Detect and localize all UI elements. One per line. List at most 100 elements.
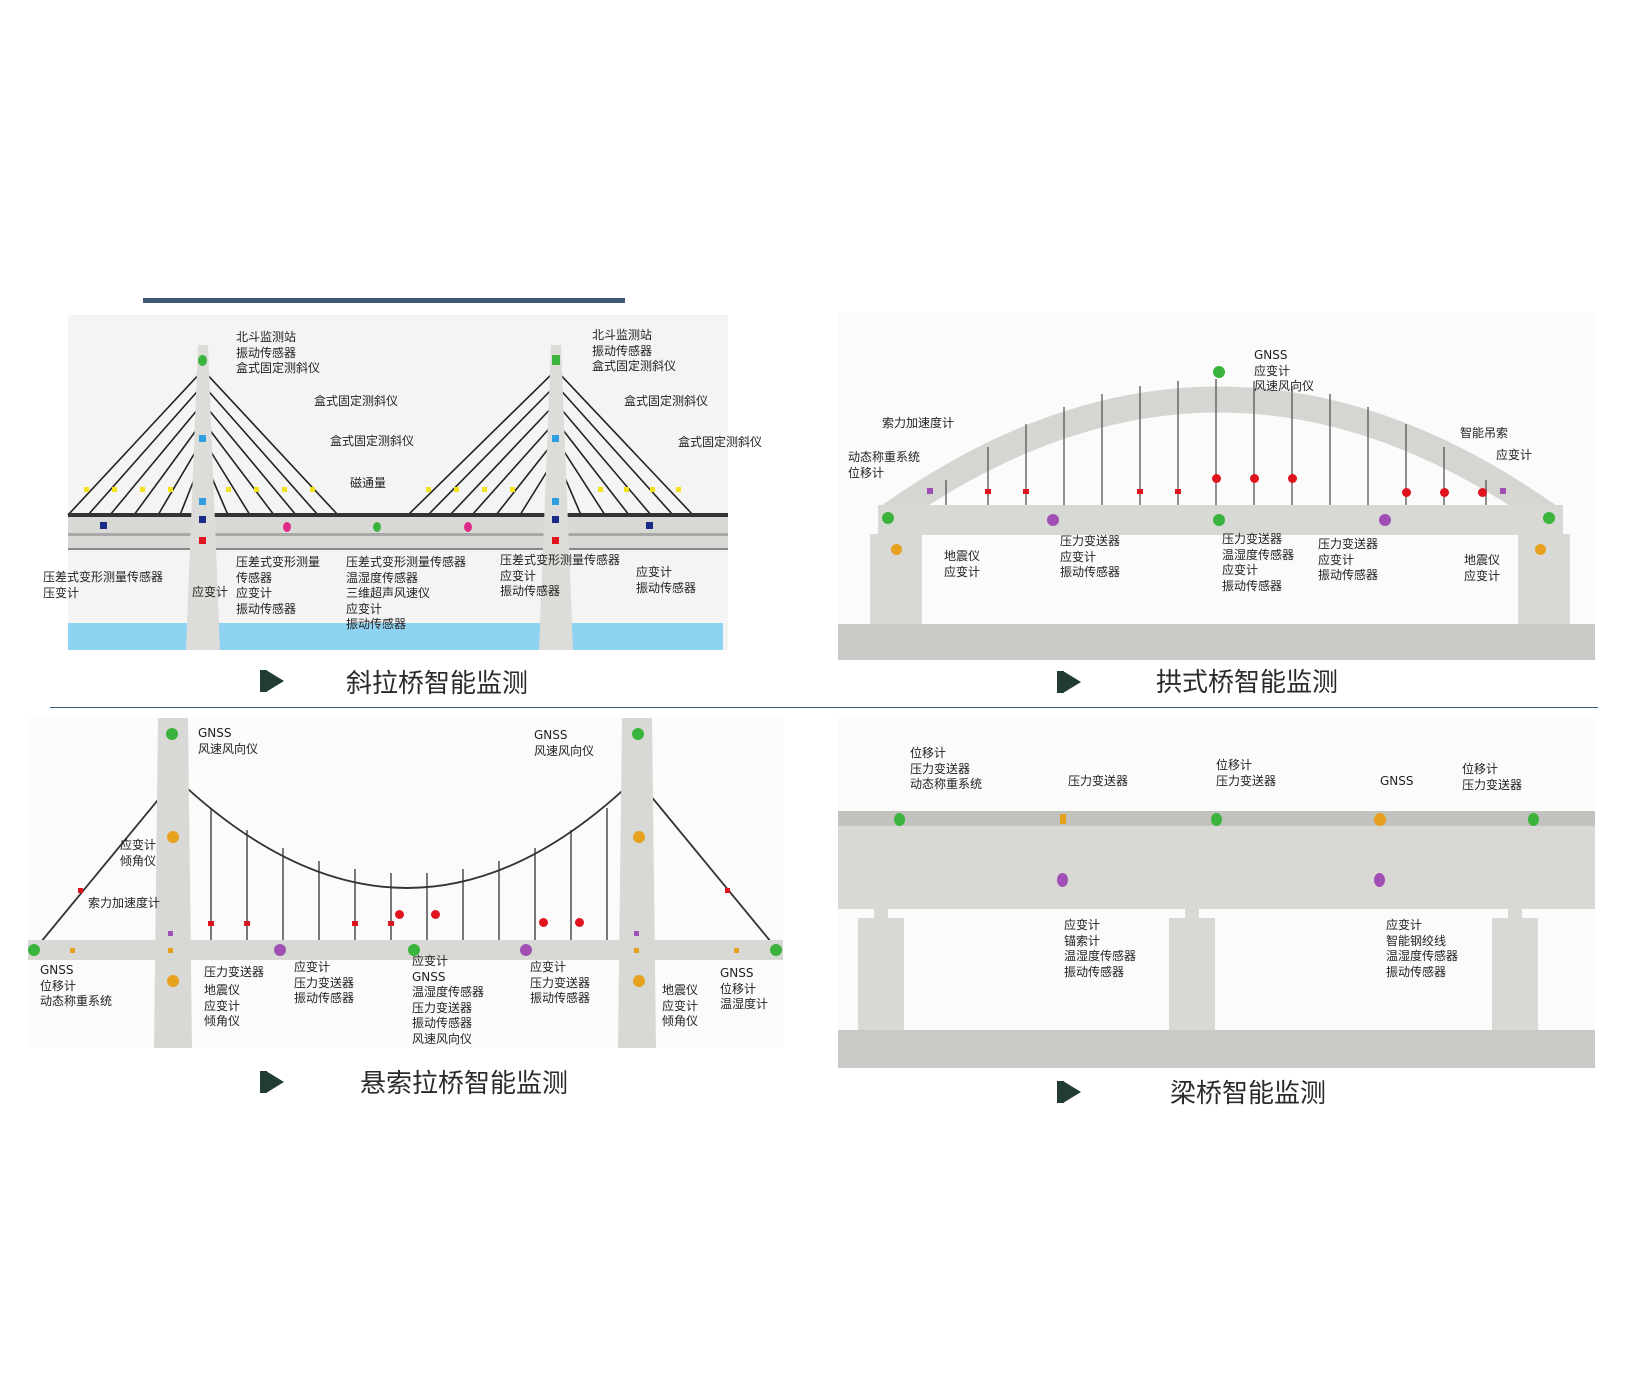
arch-caption-arrow-icon (1057, 671, 1081, 693)
sensor-green-mid (373, 522, 381, 532)
susp-sensor-red-2 (244, 921, 250, 926)
sensor-yellow-6 (254, 487, 259, 492)
arch-deck-b-label: 压力变送器温湿度传感器应变计振动传感器 (1222, 532, 1295, 593)
susp-sensor-red-3 (352, 921, 358, 926)
sensor-red-1 (199, 537, 206, 544)
susp-sensor-red-1 (208, 921, 214, 926)
beam-top-4-label: GNSS (1380, 774, 1414, 788)
arch-sensor-red-6 (1250, 474, 1259, 483)
cs-incline-4-label: 盒式固定测斜仪 (678, 435, 763, 449)
arch-cable-accel-label: 索力加速度计 (882, 416, 955, 430)
beam-top-1-label: 位移计压力变送器动态称重系统 (910, 746, 983, 791)
susp-cable-accel-label: 索力加速度计 (88, 896, 161, 910)
susp-sensor-green-tl (166, 728, 178, 740)
susp-sensor-purple-sq-2 (634, 931, 639, 936)
arch-sensor-purple-1 (1047, 514, 1059, 526)
arch-sensor-orange-left (891, 544, 902, 555)
beam-panel: 位移计压力变送器动态称重系统 压力变送器 位移计压力变送器 GNSS 位移计压力… (838, 718, 1595, 1068)
susp-left-base-label: 地震仪应变计倾角仪 (204, 983, 241, 1028)
arch-sensor-purple-small-2 (1500, 488, 1506, 494)
arch-left-pier-label: 地震仪应变计 (944, 549, 981, 579)
cs-caption: 斜拉桥智能监测 (346, 669, 529, 699)
susp-sensor-orange-bl (167, 975, 179, 987)
sensor-red-2 (552, 537, 559, 544)
susp-sensor-red-5 (395, 910, 404, 919)
arch-sensor-red-7 (1288, 474, 1297, 483)
beam-sensor-green-2 (1211, 813, 1222, 826)
sensor-magenta-1 (283, 522, 291, 532)
susp-sensor-green-tr (632, 728, 644, 740)
sensor-yellow-16 (676, 487, 681, 492)
arch-sensor-purple-2 (1379, 514, 1391, 526)
susp-sensor-red-8 (575, 918, 584, 927)
susp-deck-b-label: 应变计压力变送器振动传感器 (530, 960, 591, 1005)
sensor-navy-3 (100, 522, 107, 529)
arch-strain-right-label: 应变计 (1496, 448, 1533, 462)
sensor-yellow-8 (310, 487, 315, 492)
sensor-yellow-10 (454, 487, 459, 492)
sensor-green-right-top (552, 355, 560, 365)
beam-sensor-green-1 (894, 813, 905, 826)
cs-mid-left-label: 压差式变形测量传感器应变计振动传感器 (236, 555, 321, 616)
arch-left-end-label: 动态称重系统位移计 (848, 450, 921, 480)
beam-top-2-label: 压力变送器 (1068, 774, 1129, 788)
cs-incline-2-label: 盒式固定测斜仪 (330, 434, 415, 448)
susp-sensor-orange-sq-4 (734, 948, 739, 953)
arch-sensor-red-9 (1440, 488, 1449, 497)
sensor-blue-4 (552, 498, 559, 505)
beam-caption: 梁桥智能监测 (1170, 1079, 1327, 1109)
susp-sensor-purple-1 (274, 944, 286, 956)
susp-sensor-orange-br (633, 975, 645, 987)
arch-sensor-red-4 (1175, 489, 1181, 494)
arch-sensor-purple-small-1 (927, 488, 933, 494)
susp-caption: 悬索拉桥智能监测 (360, 1069, 569, 1099)
beam-diagram (838, 718, 1595, 1068)
arch-right-pier-label: 地震仪应变计 (1464, 553, 1501, 583)
arch-diagram (838, 312, 1595, 660)
sensor-navy-2 (552, 516, 559, 523)
susp-sensor-orange-sq-1 (70, 948, 75, 953)
susp-sensor-green-l (28, 944, 40, 956)
arch-sensor-red-5 (1212, 474, 1221, 483)
cs-tower-right-top-label: 北斗监测站振动传感器盒式固定测斜仪 (592, 328, 677, 373)
sensor-yellow-3 (140, 487, 145, 492)
susp-sensor-green-r (770, 944, 782, 956)
arch-sensor-orange-right (1535, 544, 1546, 555)
cs-right-bottom-label: 应变计振动传感器 (636, 565, 697, 595)
beam-top-5-label: 位移计压力变送器 (1462, 762, 1523, 792)
beam-sensor-orange-1 (1060, 814, 1066, 824)
arch-deck-a-label: 压力变送器应变计振动传感器 (1060, 534, 1121, 579)
sensor-yellow-4 (168, 487, 173, 492)
susp-right-base-label: 地震仪应变计倾角仪 (662, 983, 699, 1028)
arch-sensor-green-right (1543, 512, 1555, 524)
susp-sensor-red-9 (78, 888, 83, 893)
arch-smart-hanger-label: 智能吊索 (1460, 426, 1509, 440)
section-divider (50, 707, 1598, 708)
beam-top-3-label: 位移计压力变送器 (1216, 758, 1277, 788)
susp-sensor-red-6 (431, 910, 440, 919)
sensor-yellow-15 (650, 487, 655, 492)
susp-tower-left-mid-label: 应变计倾角仪 (120, 838, 157, 868)
arch-sensor-red-2 (1023, 489, 1029, 494)
arch-sensor-green-left (882, 512, 894, 524)
susp-sensor-red-4 (388, 921, 394, 926)
sensor-yellow-12 (510, 487, 515, 492)
arch-sensor-red-1 (985, 489, 991, 494)
sensor-green-left-top (198, 355, 207, 366)
cable-stayed-diagram (67, 315, 728, 650)
beam-sensor-purple-2 (1374, 873, 1385, 887)
sensor-yellow-7 (282, 487, 287, 492)
sensor-yellow-9 (426, 487, 431, 492)
sensor-navy-4 (646, 522, 653, 529)
cs-center-label: 压差式变形测量传感器温湿度传感器三维超声风速仪应变计振动传感器 (346, 555, 467, 631)
arch-deck-c-label: 压力变送器应变计振动传感器 (1318, 537, 1379, 582)
suspension-diagram (28, 718, 783, 1048)
beam-sensor-green-3 (1528, 813, 1539, 826)
sensor-yellow-2 (112, 487, 117, 492)
